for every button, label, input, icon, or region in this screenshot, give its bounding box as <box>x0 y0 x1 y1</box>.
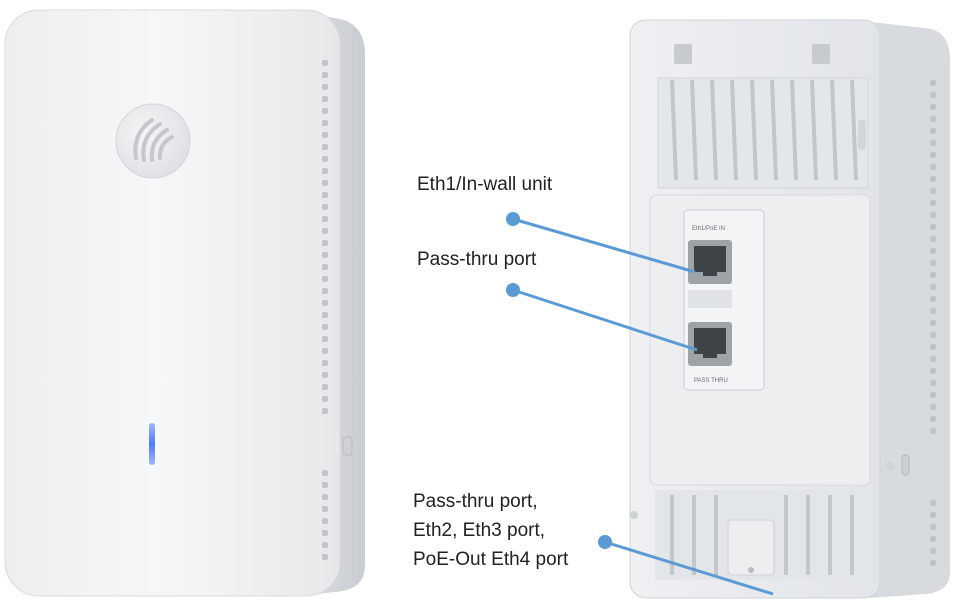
eth1-port-label: Eth1/PoE IN <box>692 226 725 232</box>
callout-lines <box>506 212 774 596</box>
bottom-callout-label-line2: Eth2, Eth3 port, <box>413 520 546 541</box>
passthru-callout-label: Pass-thru port <box>417 249 537 270</box>
eth1-callout-dot <box>506 212 520 226</box>
eth1-callout-label: Eth1/In-wall unit <box>417 174 553 195</box>
front-device <box>4 9 365 597</box>
back-device: Eth1/PoE IN PASS THRU <box>629 19 950 599</box>
passthru-callout-dot <box>506 283 520 297</box>
cooling-fins-bottom <box>630 490 870 580</box>
cooling-fins-top <box>657 77 869 189</box>
bottom-callout-dot <box>598 535 612 549</box>
back-side-button <box>901 454 910 476</box>
back-side-vents <box>930 80 936 566</box>
side-vents <box>322 60 328 560</box>
brand-logo-icon <box>115 103 191 179</box>
bottom-callout-label-line1: Pass-thru port, <box>413 491 538 512</box>
reset-button-recess <box>342 436 353 456</box>
status-led <box>149 423 155 465</box>
bottom-callout-line <box>604 540 774 596</box>
passthru-callout-line <box>512 288 698 352</box>
pass-thru-port-label: PASS THRU <box>694 378 728 384</box>
port-panel: Eth1/PoE IN PASS THRU <box>683 209 765 391</box>
eth1-callout-line <box>512 217 696 274</box>
bottom-callout-label-line3: PoE-Out Eth4 port <box>413 549 569 570</box>
